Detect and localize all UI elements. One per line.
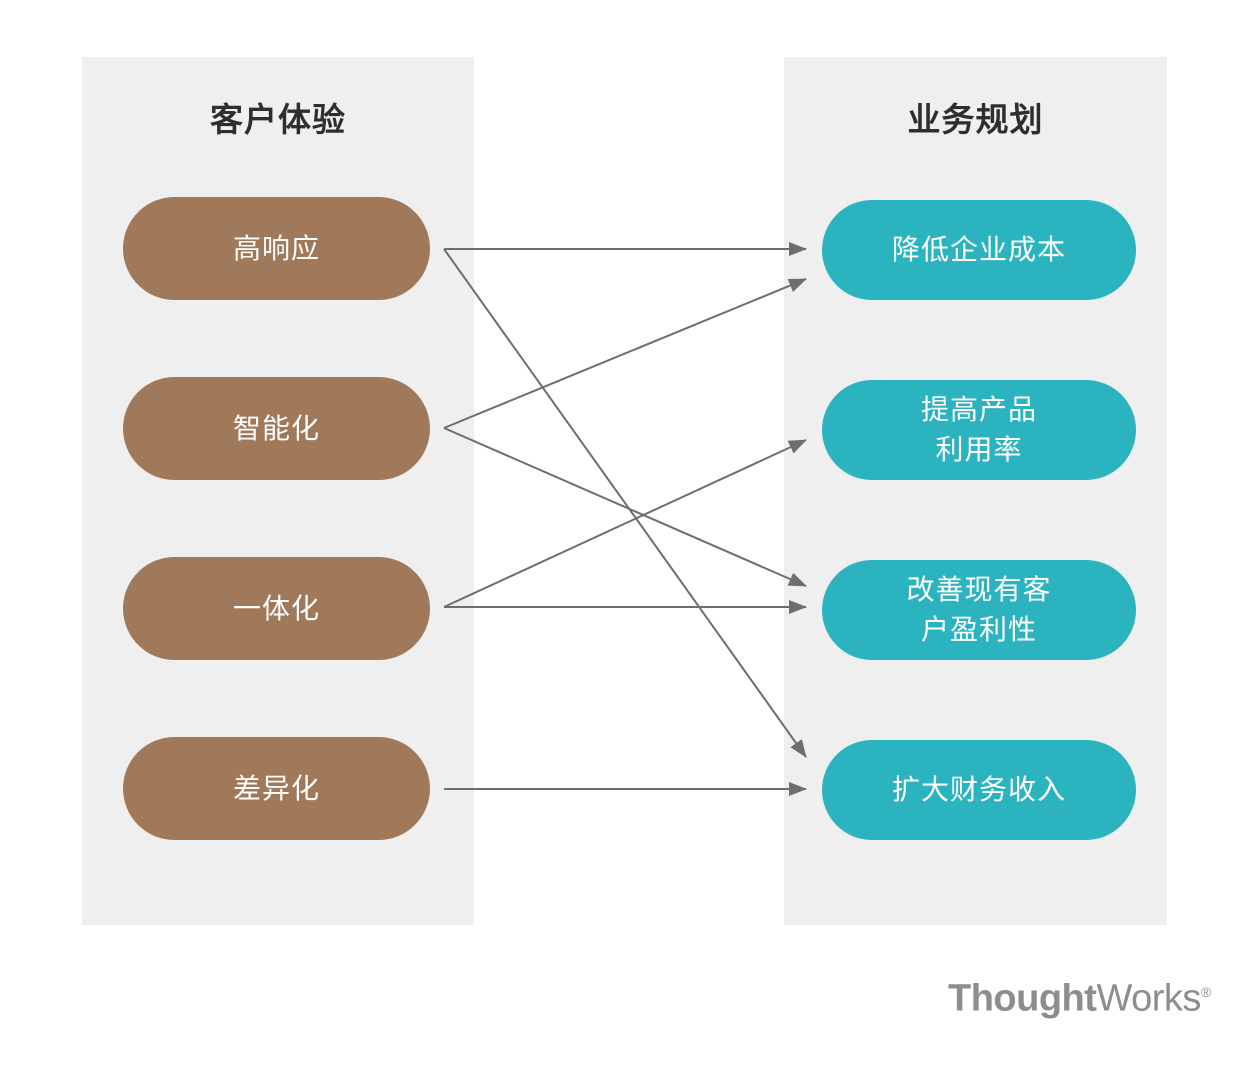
node-differentiation[interactable]: 差异化 — [123, 737, 430, 840]
logo-registered-mark: ® — [1200, 984, 1211, 1000]
arrow-intelligence-to-improve-customer-profitability — [443, 427, 807, 587]
logo-thought-text: Thought — [948, 977, 1097, 1020]
arrow-intelligence-to-reduce-enterprise-cost — [443, 278, 807, 429]
arrow-high-response-to-expand-financial-revenue — [443, 248, 807, 758]
node-high-response[interactable]: 高响应 — [123, 197, 430, 300]
node-intelligence[interactable]: 智能化 — [123, 377, 430, 480]
left-column-title: 客户体验 — [210, 101, 346, 138]
node-integration[interactable]: 一体化 — [123, 557, 430, 660]
node-reduce-enterprise-cost[interactable]: 降低企业成本 — [822, 200, 1136, 300]
node-increase-product-utilization[interactable]: 提高产品 利用率 — [822, 380, 1136, 480]
node-improve-customer-profitability[interactable]: 改善现有客 户盈利性 — [822, 560, 1136, 660]
arrow-integration-to-increase-product-utilization — [443, 439, 807, 608]
logo-works-text: Works — [1096, 977, 1201, 1020]
thoughtworks-logo: ThoughtWorks® — [948, 968, 1211, 1023]
node-expand-financial-revenue[interactable]: 扩大财务收入 — [822, 740, 1136, 840]
right-column-title: 业务规划 — [907, 101, 1044, 138]
